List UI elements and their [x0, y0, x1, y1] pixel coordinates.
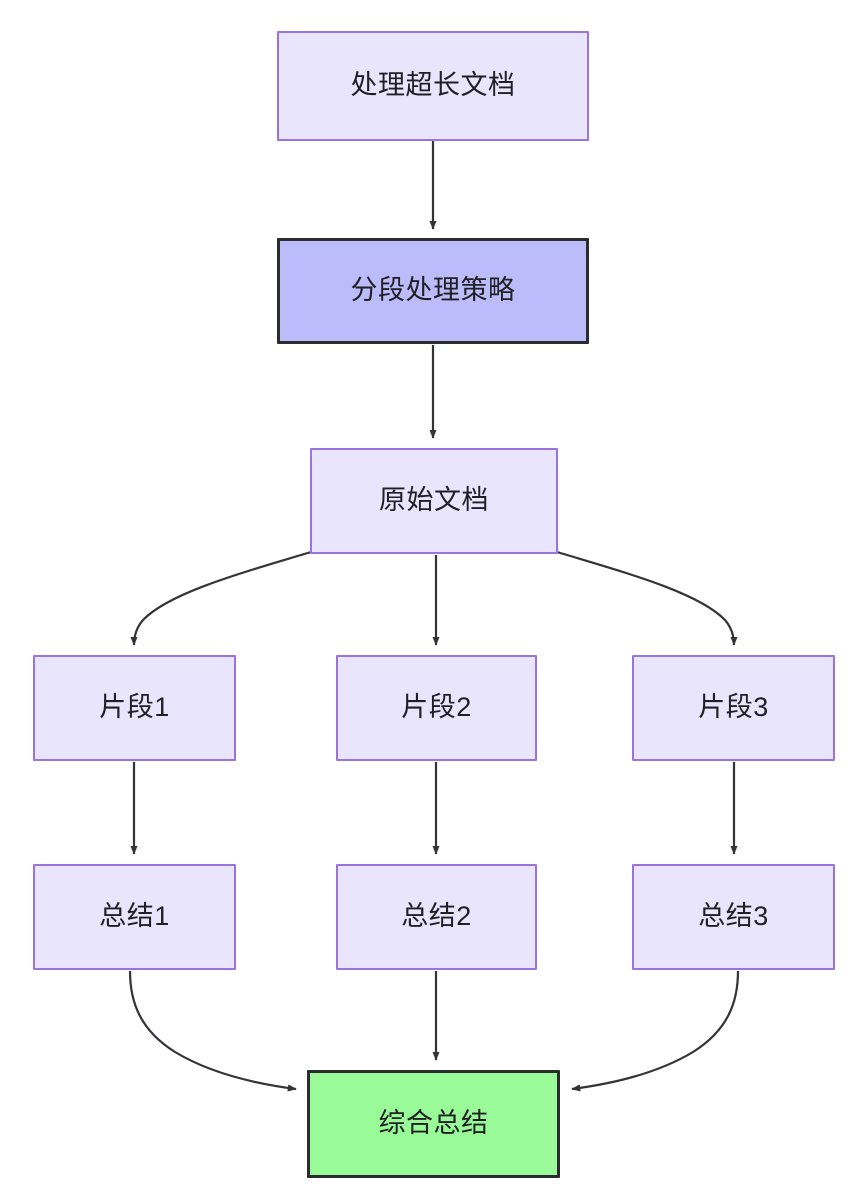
node-label-fragment-3: 片段3: [698, 692, 769, 723]
node-label-fragment-1: 片段1: [99, 692, 170, 723]
node-label-fragment-2: 片段2: [401, 692, 472, 723]
node-summary-2[interactable]: 总结2: [336, 864, 537, 970]
node-label-summary-1: 总结1: [99, 901, 170, 932]
edge-source-doc-to-fragment-3: [556, 550, 738, 646]
node-fragment-2[interactable]: 片段2: [336, 655, 537, 761]
node-summary-3[interactable]: 总结3: [632, 864, 835, 970]
node-label-summary-2: 总结2: [401, 901, 472, 932]
node-label-chunk-strategy: 分段处理策略: [350, 275, 516, 306]
node-long-doc[interactable]: 处理超长文档: [277, 31, 589, 141]
edge-source-doc-to-fragment-1: [130, 550, 312, 646]
node-label-source-doc: 原始文档: [379, 485, 489, 516]
node-label-long-doc: 处理超长文档: [350, 70, 516, 101]
node-chunk-strategy[interactable]: 分段处理策略: [277, 238, 589, 344]
node-source-doc[interactable]: 原始文档: [310, 448, 558, 554]
edge-summary-3-to-final-summary: [571, 970, 740, 1092]
node-final-summary[interactable]: 综合总结: [307, 1070, 560, 1178]
node-fragment-3[interactable]: 片段3: [632, 655, 835, 761]
node-label-final-summary: 综合总结: [378, 1108, 489, 1139]
edge-summary-1-to-final-summary: [128, 970, 297, 1092]
node-label-summary-3: 总结3: [698, 901, 769, 932]
node-fragment-1[interactable]: 片段1: [33, 655, 236, 761]
node-summary-1[interactable]: 总结1: [33, 864, 236, 970]
